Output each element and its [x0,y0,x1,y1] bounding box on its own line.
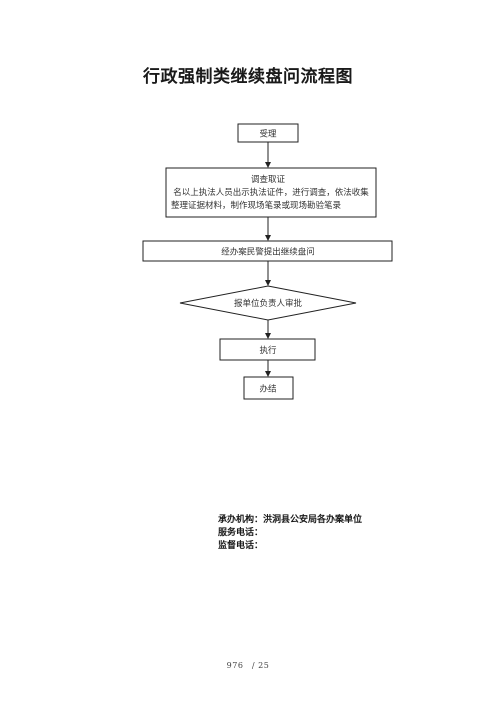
node-investigate-line2: 整理证据材料，制作现场笔录或现场勘验笔录 [171,200,342,211]
node-investigate-line1: 名以上执法人员出示执法证件，进行调查，依法收集 [173,187,369,198]
node-close-label: 办结 [259,384,276,395]
node-investigate-title: 调查取证 [251,174,286,185]
node-close: 办结 [243,376,294,400]
node-execute-label: 执行 [259,345,277,356]
node-propose-label: 经办案民警提出继续盘问 [221,247,315,258]
supervision-phone-line: 监督电话： [218,541,264,551]
service-phone-line: 服务电话： [218,528,264,538]
node-propose: 经办案民警提出继续盘问 [142,240,393,262]
node-execute: 执行 [219,338,316,361]
node-accept: 受理 [237,123,299,143]
node-approve-label: 报单位负责人审批 [234,298,303,309]
node-investigate: 调查取证 名以上执法人员出示执法证件，进行调查，依法收集 整理证据材料，制作现场… [165,167,377,218]
node-approve-decision: 报单位负责人审批 [179,285,357,321]
page-number: 976 / 25 [226,661,270,670]
agency-line: 承办机构：洪洞县公安局各办案单位 [218,515,363,525]
contact-info: 承办机构：洪洞县公安局各办案单位 服务电话： 监督电话： [218,514,362,553]
page-title: 行政强制类继续盘问流程图 [143,67,353,87]
node-accept-label: 受理 [259,129,277,140]
